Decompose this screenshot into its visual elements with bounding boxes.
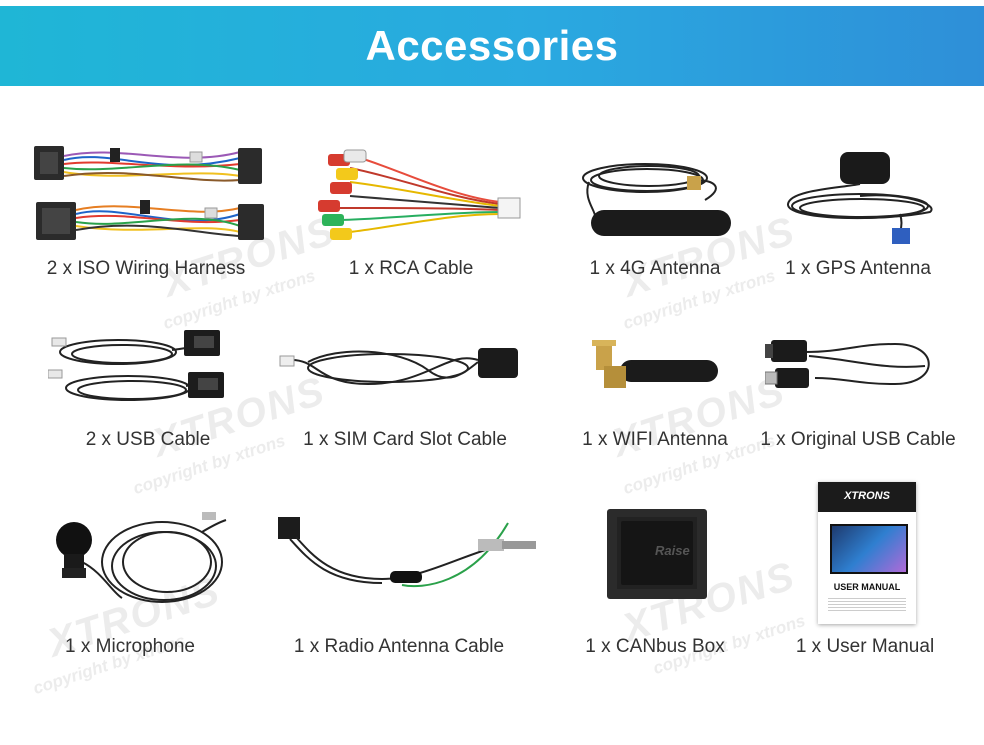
product-rca-cable	[300, 148, 525, 248]
canbus-box-image	[607, 509, 707, 599]
caption-rca-cable: 1 x RCA Cable	[348, 258, 474, 279]
canbus-label: Raise	[655, 543, 690, 558]
product-original-usb-cable	[765, 330, 940, 400]
product-iso-wiring-harness	[30, 138, 270, 248]
manual-title: USER MANUAL	[833, 582, 901, 592]
original-usb-cable-image	[765, 340, 930, 388]
header-banner: Accessories	[0, 6, 984, 86]
product-radio-antenna-cable	[272, 515, 542, 595]
caption-sim-card-slot-cable: 1 x SIM Card Slot Cable	[303, 429, 507, 450]
caption-iso-wiring-harness: 2 x ISO Wiring Harness	[46, 258, 246, 279]
wifi-antenna-image	[592, 340, 718, 388]
caption-gps-antenna: 1 x GPS Antenna	[785, 258, 931, 279]
product-user-manual: XTRONS USER MANUAL	[818, 482, 916, 624]
product-wifi-antenna	[590, 340, 720, 395]
product-sim-card-slot-cable	[278, 340, 523, 395]
page-title: Accessories	[365, 22, 619, 69]
caption-canbus-box: 1 x CANbus Box	[585, 636, 725, 657]
manual-brand: XTRONS	[844, 490, 890, 502]
microphone-image	[56, 512, 227, 603]
caption-original-usb-cable: 1 x Original USB Cable	[760, 429, 956, 450]
product-gps-antenna	[780, 148, 940, 248]
caption-user-manual: 1 x User Manual	[795, 636, 935, 657]
4g-antenna-image	[582, 163, 731, 236]
usb-cable-image	[48, 330, 224, 401]
rca-cable-image	[318, 149, 521, 240]
product-usb-cable	[48, 318, 228, 413]
caption-4g-antenna: 1 x 4G Antenna	[589, 258, 721, 279]
iso-harness-image	[34, 146, 264, 240]
caption-usb-cable: 2 x USB Cable	[85, 429, 211, 450]
product-canbus-box: Raise	[605, 505, 710, 600]
sim-cable-image	[279, 348, 518, 386]
caption-radio-antenna-cable: 1 x Radio Antenna Cable	[293, 636, 505, 657]
manual-screen	[830, 524, 908, 574]
gps-antenna-image	[787, 152, 933, 244]
caption-wifi-antenna: 1 x WIFI Antenna	[582, 429, 728, 450]
radio-antenna-cable-image	[278, 517, 536, 588]
product-microphone	[52, 512, 232, 622]
manual-text-lines	[828, 598, 906, 612]
manual-header	[818, 482, 916, 512]
product-4g-antenna	[575, 150, 740, 245]
caption-microphone: 1 x Microphone	[65, 636, 195, 657]
